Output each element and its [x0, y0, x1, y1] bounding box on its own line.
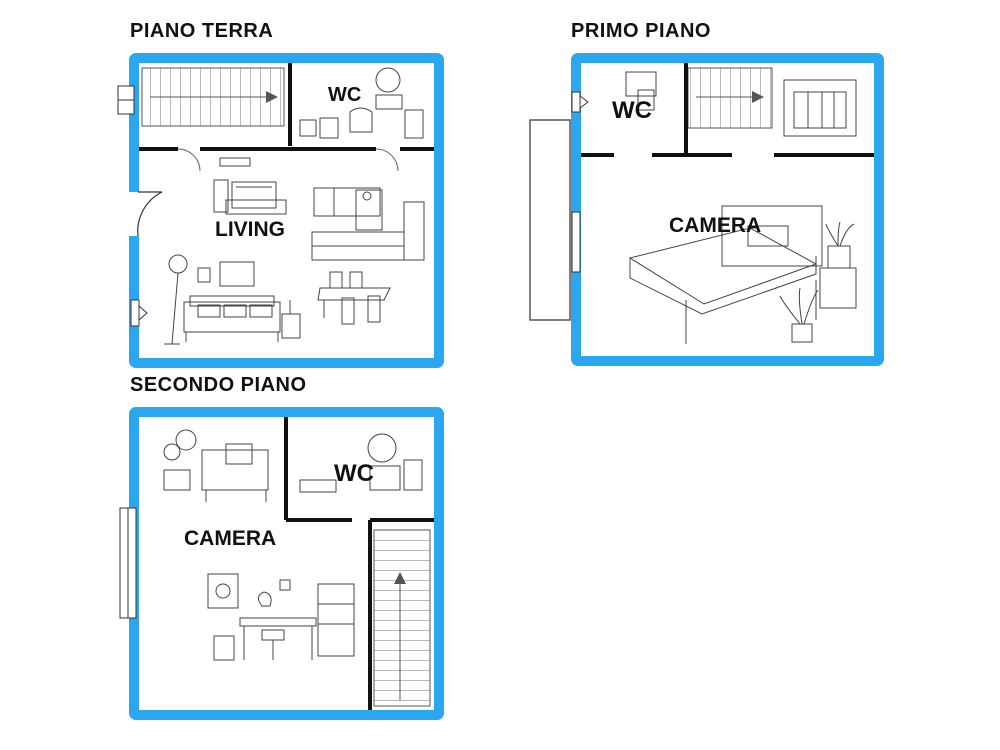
room-label-second-camera: CAMERA: [184, 527, 277, 550]
outer-wall-first: [571, 53, 884, 366]
window-icon: [579, 95, 589, 109]
door-swing-icon: [177, 148, 201, 172]
window-icon: [130, 299, 140, 327]
room-label-ground-living: LIVING: [215, 218, 286, 241]
dining-table-sketch: [317, 271, 391, 325]
floor-first-plan: [529, 53, 884, 366]
stairs-up-arrow-icon: [266, 91, 278, 103]
stairs-up-arrow-icon: [752, 91, 764, 103]
floor-ground-plan: [117, 53, 444, 368]
stairs-second: [373, 529, 431, 707]
wc-fixtures-sketch: [299, 67, 424, 139]
balcony-sketch: [529, 119, 571, 321]
door-swing-icon: [375, 148, 399, 172]
room-label-second-wc: WC: [334, 460, 374, 487]
stairs-up-arrow-icon: [394, 572, 406, 584]
room-label-first-camera: CAMERA: [669, 214, 762, 237]
window-icon: [138, 304, 148, 322]
stairs-first: [687, 67, 773, 129]
wardrobe-sketch: [783, 79, 857, 137]
stairs-ground: [141, 67, 285, 127]
desk-sketch: [207, 573, 355, 661]
window-icon: [571, 211, 581, 273]
wc-fixtures-sketch: [299, 433, 423, 493]
floor-title-ground: PIANO TERRA: [130, 20, 274, 42]
sofa-sketch: [164, 254, 301, 345]
floor-second-plan: [119, 407, 444, 720]
kitchen-sketch: [311, 187, 425, 261]
room-label-ground-wc: WC: [328, 84, 362, 106]
floor-title-first: PRIMO PIANO: [571, 20, 711, 42]
floor-title-second: SECONDO PIANO: [130, 374, 307, 396]
entrance-door-gap: [128, 192, 140, 236]
room-label-first-wc: WC: [612, 97, 652, 124]
door-swing-icon: [137, 191, 163, 237]
sofa-sketch: [163, 429, 269, 502]
bed-sketch: [628, 205, 823, 344]
tv-unit-sketch: [213, 157, 287, 215]
wc-fixtures-sketch: [625, 71, 657, 111]
window-icon: [571, 91, 581, 113]
plant-sketch: [779, 221, 857, 343]
